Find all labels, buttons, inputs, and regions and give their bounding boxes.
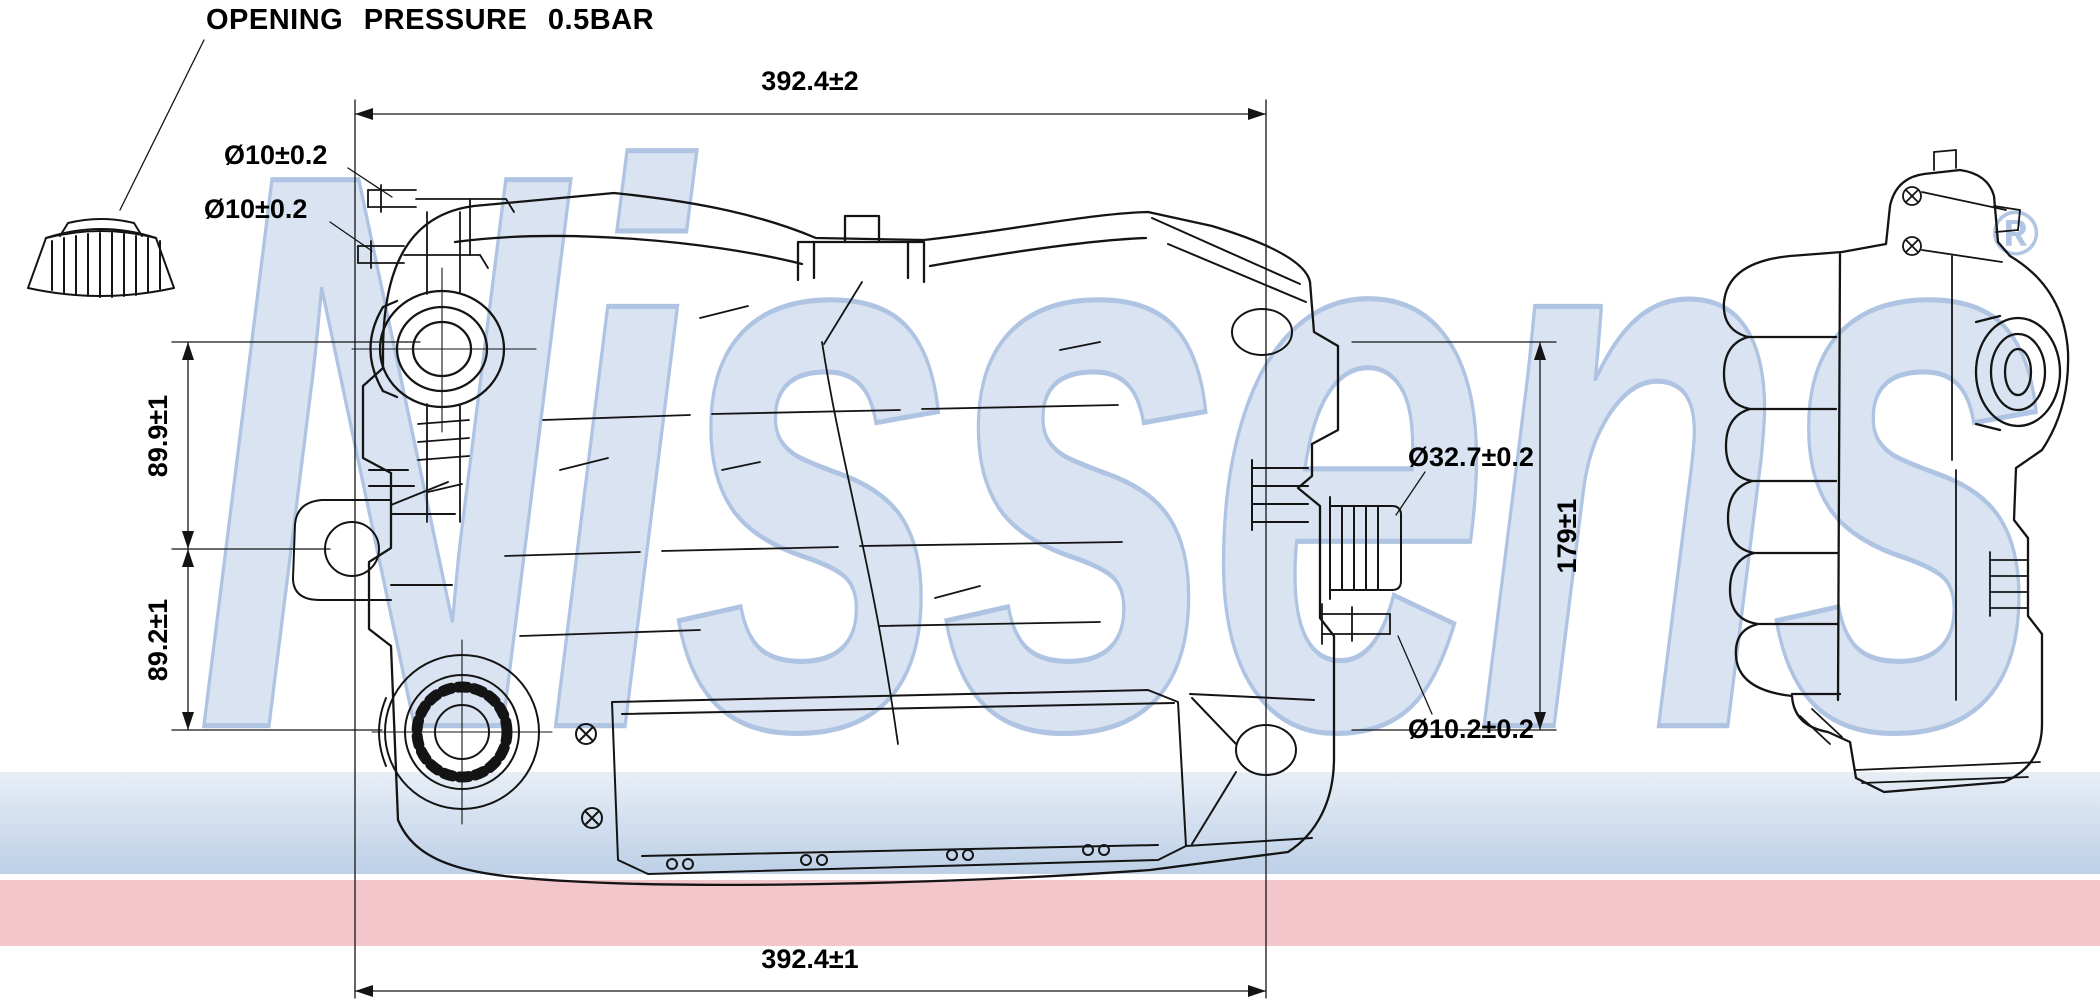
dimension-lines (119, 39, 1557, 999)
front-view (292, 184, 1402, 886)
inlet-nipples (357, 184, 515, 269)
decorative-band-pink (0, 880, 2100, 946)
pressure-cap-view (27, 218, 175, 298)
side-view (1722, 149, 2070, 794)
top-right-bracket (1151, 217, 1307, 356)
outlet-fitting (1251, 459, 1402, 600)
dim-top-width-label: 392.4±2 (761, 66, 859, 96)
dim-bottom-width-label: 392.4±1 (761, 944, 859, 974)
splined-boss (371, 639, 603, 829)
dim-outlet-diameter-label: Ø32.7±0.2 (1408, 442, 1534, 472)
side-neck-bolts (1902, 149, 2021, 263)
dim-lower-height-label: 89.2±1 (143, 598, 173, 682)
bottom-tray (611, 689, 1187, 875)
decorative-band-blue (0, 772, 2100, 874)
dimension-arrows (182, 108, 1546, 997)
opening-pressure-callout: OPENING PRESSURE 0.5BAR (206, 4, 655, 36)
internal-lines (504, 281, 1123, 745)
dim-inlet-port-1-label: Ø10±0.2 (224, 140, 328, 170)
bottom-right-bracket (1185, 693, 1315, 847)
dim-upper-height-label: 89.9±1 (143, 394, 173, 478)
front-outline (361, 191, 1340, 886)
left-bracket (292, 469, 456, 601)
side-port (1974, 314, 2062, 432)
filler-neck (351, 267, 537, 433)
dim-drain-diameter-label: Ø10.2±0.2 (1408, 714, 1534, 744)
dim-overall-height-label: 179±1 (1552, 498, 1582, 574)
drain-nipple (1321, 603, 1391, 645)
dim-inlet-port-2-label: Ø10±0.2 (204, 194, 308, 224)
